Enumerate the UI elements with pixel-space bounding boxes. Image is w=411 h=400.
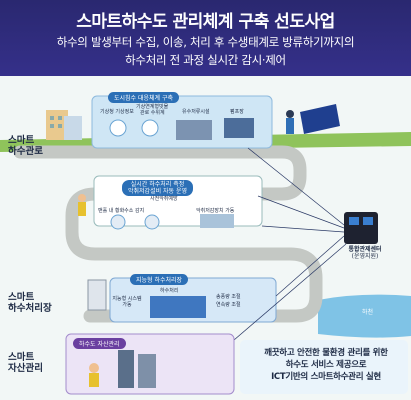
control-center-name: 통합관제센터 <box>348 246 382 253</box>
stage3-item-treat: 하수처리 <box>160 288 179 294</box>
bottom-message-line3: ICT기반의 스마트하수관리 실현 <box>271 372 381 382</box>
buildings-illustration <box>46 110 82 140</box>
side-label-plant: 스마트 하수처리장 <box>8 292 52 314</box>
odor-device <box>200 214 234 228</box>
stage1-item-storage: 유수저류시설 <box>182 109 210 115</box>
treatment-tank <box>150 296 206 318</box>
stage3-item-flow: 연속량 조절 <box>216 302 241 308</box>
river-label: 하천 <box>362 309 374 316</box>
stage3-title: 지능형 하수처리장 <box>130 274 189 285</box>
stage1-item-pump: 펌프장 <box>230 109 244 115</box>
subtitle-line-2: 하수처리 전 과정 실시간 감시·제어 <box>125 53 286 67</box>
message-box <box>240 340 408 394</box>
bottom-message: 깨끗하고 안전한 물환경 관리를 위한 하수도 서비스 제공으로 ICT기반의 … <box>244 347 408 383</box>
side-label-asset: 스마트 자산관리 <box>8 352 43 374</box>
stage3-item-system: 지능형 시스템가동 <box>112 296 142 308</box>
storage-facility <box>176 120 212 140</box>
stage2-title: 실시간 하수처리 측정 악취저감설비 자동 운영 <box>122 180 194 196</box>
side-label-plant-line2: 하수처리장 <box>8 303 52 314</box>
manhole-icon <box>110 214 126 230</box>
side-label-asset-line1: 스마트 <box>8 352 35 363</box>
stage1-item-weather: 기상청 기상정보 <box>100 109 134 115</box>
bottom-message-line1: 깨끗하고 안전한 물환경 관리를 위한 <box>264 348 388 358</box>
side-label-plant-line1: 스마트 <box>8 292 35 303</box>
odor-icon <box>144 214 160 230</box>
stage2-title-line2: 악취저감설비 자동 운영 <box>128 188 188 195</box>
page-title: 스마트하수도 관리체계 구축 선도사업 <box>76 12 335 32</box>
pump-station <box>224 118 254 138</box>
control-center <box>344 212 378 244</box>
bottom-message-line2: 하수도 서비스 제공으로 <box>285 360 367 370</box>
subtitle-line-1: 하수의 발생부터 수집, 이송, 처리 후 수생태계로 방류하기까지의 <box>56 35 355 49</box>
control-center-label: 통합관제센터 (운영지원) <box>330 246 400 260</box>
stage2-item-device: 악취저감장치 가동 <box>196 208 235 214</box>
side-label-pipe-line2: 하수관로 <box>8 146 43 157</box>
stage2-item-manhole: 맨홀 내 황화수소 감지 <box>98 208 145 214</box>
control-center-sub: (운영지원) <box>351 253 379 260</box>
stage1-item-rain: 기상연계형빗물 <box>136 104 169 110</box>
weather-icon <box>109 119 127 137</box>
side-label-asset-line2: 자산관리 <box>8 363 43 374</box>
river <box>318 294 411 338</box>
solar-panel <box>300 104 340 134</box>
side-label-pipe-line1: 스마트 <box>8 135 35 146</box>
side-label-pipe: 스마트 하수관로 <box>8 135 43 157</box>
control-links <box>219 147 347 353</box>
stage1-title: 도시침수 대응체계 구축 <box>108 92 180 103</box>
stage1-item-gauge: 관로 수위계 <box>140 110 165 116</box>
stage2-title-line1: 실시간 하수처리 측정 <box>130 181 185 188</box>
asset-title: 하수도 자산관리 <box>73 338 126 349</box>
sensor-icon <box>141 119 159 137</box>
stage3-item-blower: 송풍량 조절 <box>216 294 241 300</box>
header-banner: 스마트하수도 관리체계 구축 선도사업 하수의 발생부터 수집, 이송, 처리 … <box>0 0 411 76</box>
stage2-item-prevent: 사전악취예방 <box>150 196 178 202</box>
